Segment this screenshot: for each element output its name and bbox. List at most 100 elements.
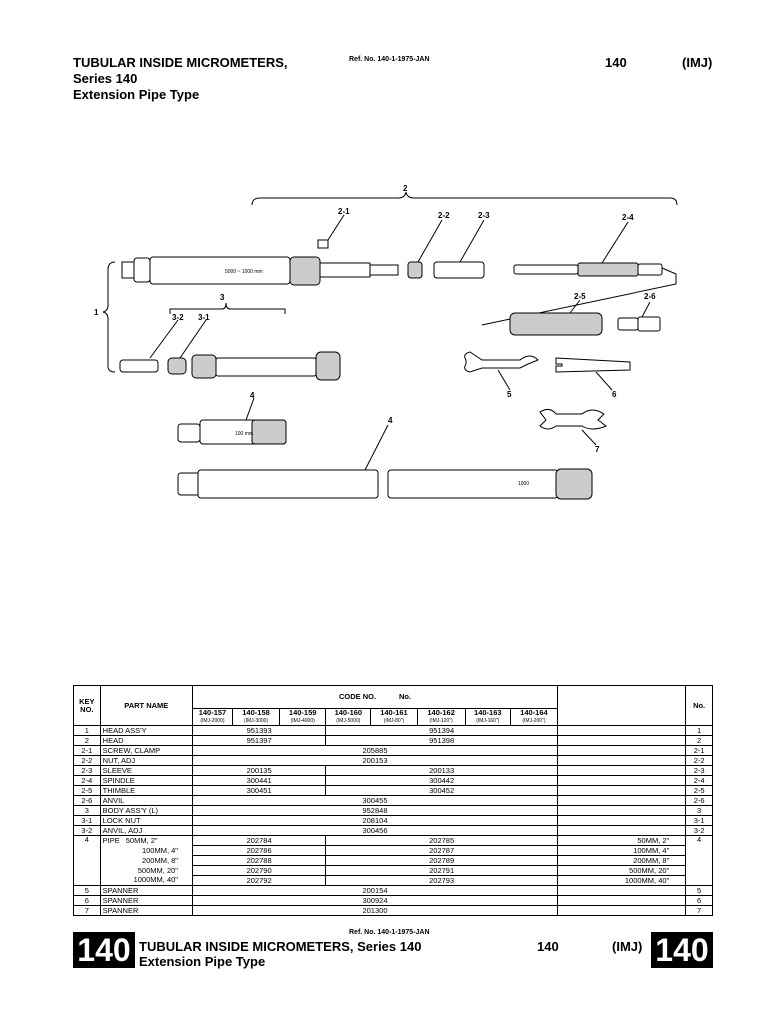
label-1: 1 — [94, 308, 99, 317]
key-no-right-cell: 2-1 — [685, 745, 713, 756]
model-code-cell: 140-163(IMJ-160") — [464, 708, 511, 726]
code-cell: 201300 — [191, 905, 559, 916]
key-no-cell: 2-2 — [73, 755, 101, 766]
model-code-cell: 140-157(IMJ-2000) — [191, 708, 233, 726]
model-subcode: (IMJ-2000) — [200, 718, 225, 724]
size-cell — [557, 735, 687, 746]
label-3-2: 3-2 — [172, 313, 184, 322]
key-no-right-cell: 2-4 — [685, 775, 713, 786]
model-code: 140-163 — [474, 708, 502, 717]
model-code: 140-159 — [288, 708, 317, 717]
size-cell — [557, 745, 687, 756]
code-cell: 202791 — [325, 865, 559, 876]
model-subcode: (IMJ-5000) — [336, 718, 361, 724]
part-name-cell: ANVIL, ADJ — [99, 825, 193, 836]
code-cell: 202793 — [325, 875, 559, 886]
size-cell — [557, 815, 687, 826]
label-5: 5 — [507, 390, 512, 399]
code-cell: 202788 — [191, 855, 327, 866]
key-no-cell: 7 — [73, 905, 101, 916]
left-page-badge: 140 — [73, 932, 135, 968]
code-cell: 200133 — [325, 765, 559, 776]
footer-series-number: 140 — [537, 939, 559, 954]
footer-series-code: (IMJ) — [612, 939, 643, 954]
label-2-4: 2-4 — [622, 213, 634, 222]
pipe-size-cell: 200MM, 8" — [99, 855, 193, 866]
part-name-cell: NUT, ADJ — [99, 755, 193, 766]
key-no-right-cell: 2 — [685, 735, 713, 746]
long-pipe-engraving: 1000 — [518, 481, 529, 487]
label-4-long-pipe: 4 — [388, 416, 393, 425]
model-subcode: (IMJ-120") — [429, 718, 453, 724]
size-cell — [557, 885, 687, 896]
exploded-parts-drawing: 2 2-1 2-2 2-3 2-4 1 3 3-2 3-1 2-5 2-6 5 … — [94, 184, 678, 500]
code-cell: 951393 — [191, 725, 327, 736]
model-subcode: (IMJ-4000) — [290, 718, 315, 724]
model-code-cell: 140-159(IMJ-4000) — [279, 708, 327, 726]
size-cell: 200MM, 8" — [557, 855, 687, 866]
right-no-header: No. — [685, 685, 713, 726]
key-no-right-cell: 1 — [685, 725, 713, 736]
pipe-size-cell: 500MM, 20" — [99, 865, 193, 876]
code-cell: 202785 — [325, 835, 559, 846]
model-subcode: (IMJ-80") — [383, 718, 405, 724]
code-cell: 202790 — [191, 865, 327, 876]
model-subcode: (IMJ-160") — [476, 718, 500, 724]
key-no-right-cell: 2-5 — [685, 785, 713, 796]
code-cell: 300924 — [191, 895, 559, 906]
footer-title-line-1: TUBULAR INSIDE MICROMETERS, Series 140 — [139, 939, 422, 954]
pipe-name: PIPE — [102, 835, 120, 845]
part-name-cell: THIMBLE — [99, 785, 193, 796]
size-cell: 50MM, 2" — [557, 835, 687, 846]
label-3: 3 — [220, 293, 225, 302]
code-cell: 300455 — [191, 795, 559, 806]
code-cell: 300441 — [191, 775, 327, 786]
footer-reference-number: Ref. No. 140-1-1975-JAN — [349, 929, 430, 936]
part-name-cell: HEAD — [99, 735, 193, 746]
title-line-2: Series 140 — [73, 71, 138, 86]
size-cell: 500MM, 20" — [557, 865, 687, 876]
reference-number: Ref. No. 140-1-1975-JAN — [349, 56, 430, 63]
code-cell: 205885 — [191, 745, 559, 756]
code-cell: 300451 — [191, 785, 327, 796]
model-subcode: (IMJ-3000) — [243, 718, 269, 724]
key-no-cell: 3-1 — [73, 815, 101, 826]
key-no-cell: 4 — [73, 835, 101, 886]
short-pipe-engraving: 100 mm — [235, 431, 253, 437]
right-size-header — [557, 685, 687, 726]
size-cell — [557, 725, 687, 736]
size-cell — [557, 825, 687, 836]
parts-table: KEY NO. PART NAME CODE NO. No. No. 140-1… — [73, 685, 713, 916]
pipe-size: 50MM, 2" — [125, 835, 158, 845]
size-cell — [557, 765, 687, 776]
code-cell: 200135 — [191, 765, 327, 776]
title-line-3: Extension Pipe Type — [73, 87, 200, 102]
code-cell: 951394 — [325, 725, 559, 736]
key-no-right-cell: 7 — [685, 905, 713, 916]
model-code-cell: 140-162(IMJ-120") — [416, 708, 466, 726]
part-name-cell: BODY ASS'Y (L) — [99, 805, 193, 816]
code-cell: 200153 — [191, 755, 559, 766]
key-no-cell: 2-4 — [73, 775, 101, 786]
size-cell — [557, 775, 687, 786]
model-code-row: 140-157(IMJ-2000)140-158(IMJ-3000)140-15… — [74, 708, 713, 726]
label-2-6: 2-6 — [644, 292, 656, 301]
key-no-cell: 5 — [73, 885, 101, 896]
label-2-5: 2-5 — [574, 292, 586, 301]
key-no-header: KEY NO. — [73, 685, 101, 726]
pipe-size-cell: 100MM, 4" — [99, 845, 193, 856]
label-2-2: 2-2 — [438, 211, 450, 220]
code-cell: 200154 — [191, 885, 559, 896]
key-no-cell: 2 — [73, 735, 101, 746]
